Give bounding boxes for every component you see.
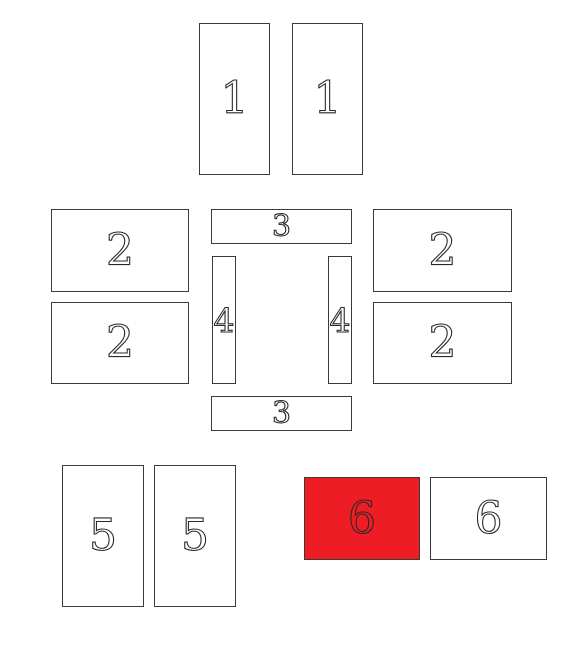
piece-label: 2 — [105, 224, 134, 276]
piece-3-bottom: 3 — [211, 396, 352, 431]
piece-3-top: 3 — [211, 209, 352, 244]
piece-label: 5 — [180, 510, 209, 561]
piece-2-bottom-right: 2 — [373, 302, 512, 384]
piece-label: 3 — [271, 208, 292, 244]
piece-label: 6 — [347, 492, 376, 544]
piece-4-right: 4 — [328, 256, 352, 384]
piece-label: 1 — [313, 73, 342, 124]
piece-label: 4 — [329, 300, 351, 340]
piece-5-left: 5 — [62, 465, 144, 607]
piece-6-right: 6 — [430, 477, 547, 560]
piece-label: 3 — [271, 395, 292, 431]
piece-2-top-right: 2 — [373, 209, 512, 292]
piece-label: 2 — [105, 317, 134, 368]
piece-4-left: 4 — [212, 256, 236, 384]
piece-6-left: 6 — [304, 477, 420, 560]
piece-label: 6 — [474, 492, 503, 544]
piece-label: 4 — [213, 300, 235, 340]
piece-2-top-left: 2 — [51, 209, 189, 292]
piece-5-right: 5 — [154, 465, 236, 607]
piece-label: 2 — [428, 317, 457, 368]
piece-1-right: 1 — [292, 23, 363, 175]
piece-label: 1 — [220, 73, 249, 124]
piece-label: 2 — [428, 224, 457, 276]
piece-1-left: 1 — [199, 23, 270, 175]
piece-2-bottom-left: 2 — [51, 302, 189, 384]
piece-label: 5 — [88, 510, 117, 561]
